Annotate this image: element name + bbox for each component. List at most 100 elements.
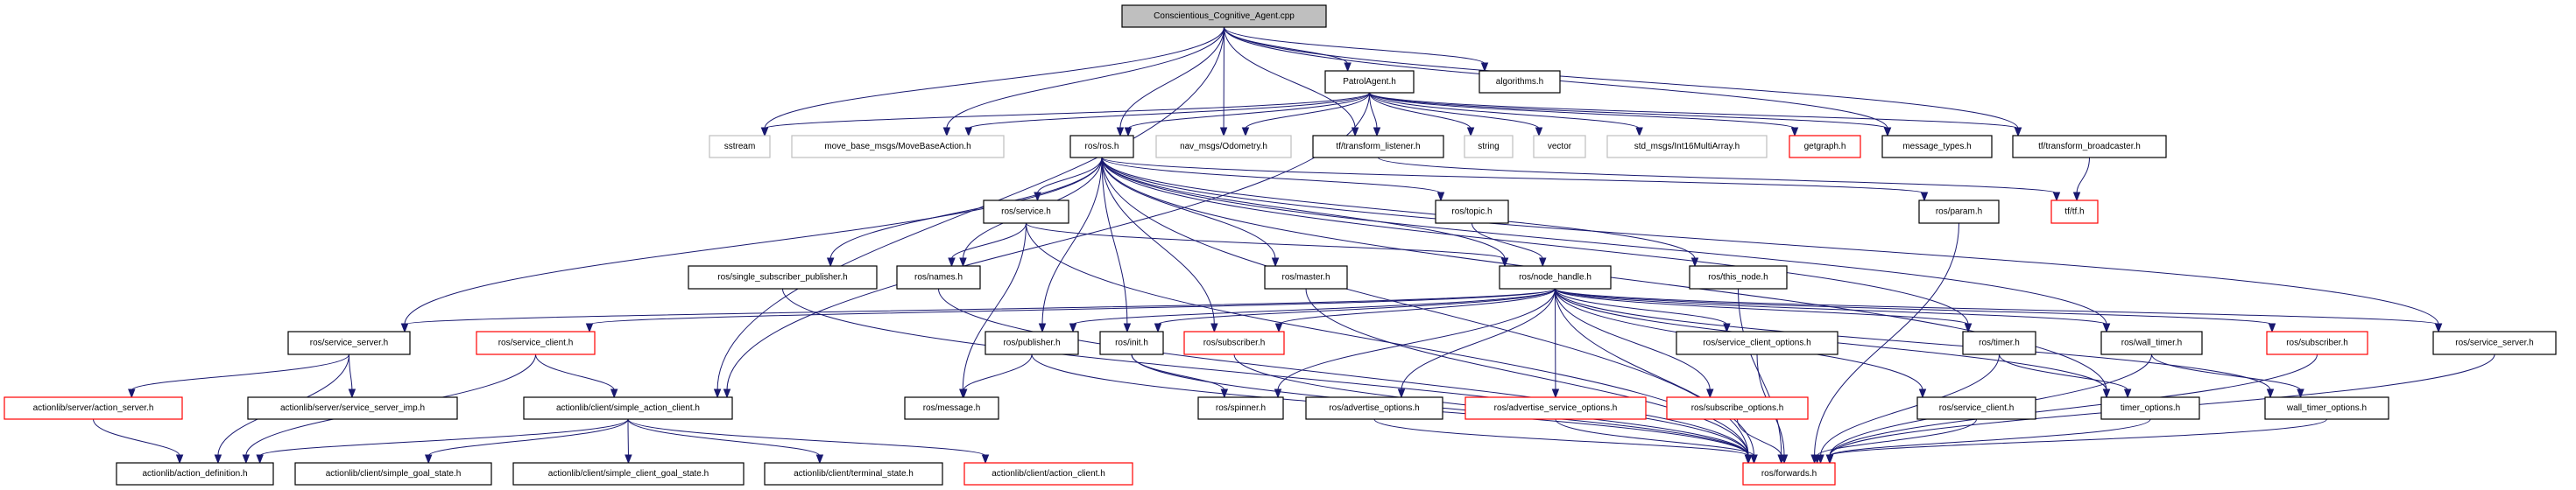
graph-node-sstream[interactable]: sstream xyxy=(709,135,771,158)
node-box xyxy=(2012,135,2167,158)
graph-node-terminal[interactable]: actionlib/client/terminal_state.h xyxy=(764,462,943,486)
graph-node-odometry[interactable]: nav_msgs/Odometry.h xyxy=(1155,135,1292,158)
node-box xyxy=(904,396,999,420)
graph-node-advopts[interactable]: ros/advertise_options.h xyxy=(1305,396,1443,420)
node-label: ros/advertise_options.h xyxy=(1329,403,1419,413)
edge-publisher-to-message xyxy=(963,354,1033,391)
graph-node-forwards[interactable]: ros/forwards.h xyxy=(1742,462,1836,486)
graph-node-master[interactable]: ros/master.h xyxy=(1264,265,1348,290)
node-box xyxy=(116,462,274,486)
node-box xyxy=(1918,200,2000,224)
graph-node-tftf[interactable]: tf/tf.h xyxy=(2050,200,2099,224)
node-box xyxy=(1324,70,1415,94)
edge-patrol-to-odometry xyxy=(1245,92,1370,130)
graph-node-srvclientL[interactable]: ros/service_client.h xyxy=(476,331,596,355)
graph-node-message[interactable]: ros/message.h xyxy=(904,396,999,420)
graph-node-string[interactable]: string xyxy=(1464,135,1514,158)
graph-node-int16[interactable]: std_msgs/Int16MultiArray.h xyxy=(1606,135,1768,158)
node-label: ros/timer.h xyxy=(1979,339,2020,348)
edge-rosros-to-timer xyxy=(1101,157,1969,326)
node-box xyxy=(1435,200,1509,224)
graph-node-vector[interactable]: vector xyxy=(1533,135,1586,158)
graph-node-tfbroadcaster[interactable]: tf/transform_broadcaster.h xyxy=(2012,135,2167,158)
arrowhead-icon xyxy=(1480,62,1489,73)
arrowhead-icon xyxy=(1706,388,1714,399)
arrowhead-icon xyxy=(942,127,951,137)
graph-node-srvserverL[interactable]: ros/service_server.h xyxy=(287,331,411,355)
node-label: ros/single_subscriber_publisher.h xyxy=(717,273,847,283)
edge-patrol-to-getgraph xyxy=(1369,92,1796,130)
node-label: actionlib/action_definition.h xyxy=(142,469,247,479)
node-label: ros/subscriber.h xyxy=(1203,339,1266,348)
arrowhead-icon xyxy=(1274,388,1282,399)
graph-node-rosros[interactable]: ros/ros.h xyxy=(1069,135,1134,158)
arrowhead-icon xyxy=(760,127,769,137)
edge-simpleactionclient-to-actionclient xyxy=(627,418,986,457)
arrowhead-icon xyxy=(175,454,184,465)
graph-node-srvclientopts[interactable]: ros/service_client_options.h xyxy=(1676,331,1838,355)
node-box xyxy=(1464,135,1514,158)
node-label: tf/tf.h xyxy=(2064,207,2084,217)
arrowhead-icon xyxy=(1397,388,1406,399)
graph-node-spinner[interactable]: ros/spinner.h xyxy=(1197,396,1284,420)
arrowhead-icon xyxy=(1817,454,1824,465)
graph-node-thisnode[interactable]: ros/this_node.h xyxy=(1689,265,1788,290)
edge-advopts-to-forwards xyxy=(1373,418,1749,457)
graph-node-subscriberR[interactable]: ros/subscriber.h xyxy=(2266,331,2368,355)
arrowhead-icon xyxy=(1744,454,1753,465)
node-label: ros/topic.h xyxy=(1451,207,1492,217)
graph-node-patrol[interactable]: PatrolAgent.h xyxy=(1324,70,1415,94)
graph-node-subscriberL[interactable]: ros/subscriber.h xyxy=(1183,331,1285,355)
node-label: actionlib/client/terminal_state.h xyxy=(794,469,914,479)
arrowhead-icon xyxy=(1635,127,1643,137)
edge-srvserverL-to-actionserver xyxy=(131,354,349,391)
node-box xyxy=(1099,331,1164,355)
edge-nodehandle-to-srvclientopts xyxy=(1555,288,1727,326)
graph-node-movebase[interactable]: move_base_msgs/MoveBaseAction.h xyxy=(791,135,1005,158)
node-box xyxy=(1155,135,1292,158)
graph-node-nodehandle[interactable]: ros/node_handle.h xyxy=(1499,265,1612,290)
arrowhead-icon xyxy=(959,257,967,268)
edge-rosros-to-publisher xyxy=(1041,157,1103,326)
node-label: algorithms.h xyxy=(1496,77,1543,87)
graph-node-topic[interactable]: ros/topic.h xyxy=(1435,200,1509,224)
graph-node-names[interactable]: ros/names.h xyxy=(896,265,981,290)
graph-node-srvclientR[interactable]: ros/service_client.h xyxy=(1916,396,2036,420)
graph-node-publisher[interactable]: ros/publisher.h xyxy=(985,331,1079,355)
edge-nodehandle-to-spinner xyxy=(1277,288,1556,391)
graph-node-walltimeropts[interactable]: wall_timer_options.h xyxy=(2264,396,2389,420)
graph-node-msgtypes[interactable]: message_types.h xyxy=(1881,135,1993,158)
graph-node-root[interactable]: Conscientious_Cognitive_Agent.cpp xyxy=(1121,4,1327,28)
arrowhead-icon xyxy=(585,323,594,333)
graph-node-timer[interactable]: ros/timer.h xyxy=(1962,331,2036,355)
arrowhead-icon xyxy=(2266,388,2275,399)
graph-node-simpleclientgoal[interactable]: actionlib/client/simple_client_goal_stat… xyxy=(512,462,745,486)
graph-node-getgraph[interactable]: getgraph.h xyxy=(1789,135,1861,158)
graph-node-simpleactionclient[interactable]: actionlib/client/simple_action_client.h xyxy=(523,396,733,420)
arrowhead-icon xyxy=(1124,127,1133,137)
graph-node-srvserverR[interactable]: ros/service_server.h xyxy=(2432,331,2557,355)
edge-nodehandle-to-init xyxy=(1157,288,1556,326)
graph-node-service[interactable]: ros/service.h xyxy=(983,200,1069,224)
graph-node-tflistener[interactable]: tf/transform_listener.h xyxy=(1312,135,1444,158)
graph-node-actionserver[interactable]: actionlib/server/action_server.h xyxy=(4,396,183,420)
edge-nodehandle-to-srvclientL xyxy=(589,288,1556,326)
node-label: ros/subscriber.h xyxy=(2286,339,2348,348)
graph-node-advsrvopts[interactable]: ros/advertise_service_options.h xyxy=(1464,396,1647,420)
graph-node-actionclient[interactable]: actionlib/client/action_client.h xyxy=(963,462,1133,486)
graph-node-init[interactable]: ros/init.h xyxy=(1099,331,1164,355)
edge-tfbroadcaster-to-tftf xyxy=(2076,157,2090,194)
graph-node-simplegoal[interactable]: actionlib/client/simple_goal_state.h xyxy=(294,462,492,486)
graph-node-actiondef[interactable]: actionlib/action_definition.h xyxy=(116,462,274,486)
graph-node-param[interactable]: ros/param.h xyxy=(1918,200,2000,224)
graph-node-timeropts[interactable]: timer_options.h xyxy=(2100,396,2200,420)
node-label: PatrolAgent.h xyxy=(1343,77,1396,87)
edge-rosros-to-service xyxy=(1036,157,1103,194)
node-box xyxy=(512,462,745,486)
node-label: tf/transform_broadcaster.h xyxy=(2038,142,2141,151)
graph-node-algorithms[interactable]: algorithms.h xyxy=(1479,70,1561,94)
graph-node-subopts[interactable]: ros/subscribe_options.h xyxy=(1666,396,1809,420)
graph-node-singlesub[interactable]: ros/single_subscriber_publisher.h xyxy=(688,265,878,290)
graph-node-walltimer[interactable]: ros/wall_timer.h xyxy=(2100,331,2203,355)
graph-node-srvserverimp[interactable]: actionlib/server/service_server_imp.h xyxy=(247,396,458,420)
